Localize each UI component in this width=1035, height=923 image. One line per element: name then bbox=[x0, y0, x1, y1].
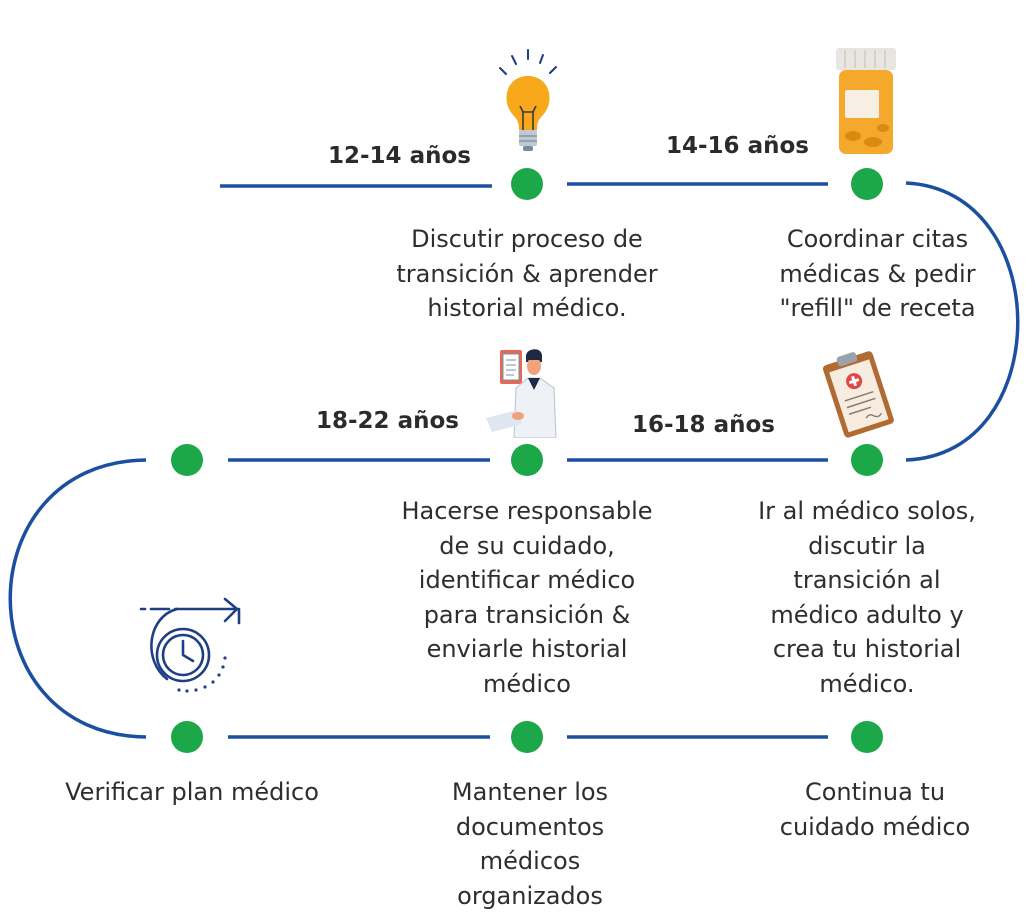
age-label: 12-14 años bbox=[328, 143, 471, 169]
timeline-dot bbox=[851, 721, 883, 753]
timeline-dot bbox=[511, 168, 543, 200]
clock-arrow-icon bbox=[139, 597, 241, 693]
desc-line: médico bbox=[483, 669, 571, 698]
desc-line: Mantener los bbox=[451, 778, 609, 806]
stage-description: Ir al médico solos, discutir la transici… bbox=[717, 494, 1017, 701]
desc-line: médico. bbox=[819, 669, 915, 698]
timeline-curve bbox=[905, 181, 1020, 462]
desc-line: crea tu historial bbox=[772, 635, 962, 663]
timeline-dot bbox=[851, 444, 883, 476]
stage-description: Discutir proceso de transición & aprende… bbox=[352, 222, 702, 326]
desc-line: médicos bbox=[479, 847, 581, 875]
timeline-curve bbox=[8, 458, 147, 739]
desc-line: discutir la bbox=[808, 531, 926, 560]
age-label: 16-18 años bbox=[632, 412, 775, 438]
desc-line: historial médico. bbox=[427, 294, 627, 322]
desc-line: identificar médico bbox=[418, 566, 636, 594]
desc-line: Discutir proceso de bbox=[411, 225, 643, 253]
desc-line: médico adulto y bbox=[770, 600, 964, 629]
lightbulb-icon bbox=[499, 49, 557, 151]
timeline-dot bbox=[851, 168, 883, 200]
stage-description: Continua tu cuidado médico bbox=[745, 775, 1005, 844]
desc-line: documentos bbox=[455, 812, 605, 841]
timeline-dot bbox=[511, 721, 543, 753]
desc-line: Hacerse responsable bbox=[401, 497, 653, 525]
stage-description: Hacerse responsable de su cuidado, ident… bbox=[362, 494, 692, 701]
age-label: 18-22 años bbox=[316, 408, 459, 434]
desc-line: médicas & pedir bbox=[779, 259, 976, 288]
desc-line: Verificar plan médico bbox=[65, 778, 319, 806]
desc-line: organizados bbox=[457, 881, 603, 910]
desc-line: Coordinar citas bbox=[786, 225, 969, 253]
clipboard-icon bbox=[823, 351, 894, 438]
doctor-icon bbox=[486, 349, 557, 438]
desc-line: para transición & bbox=[423, 600, 631, 629]
timeline-dot bbox=[171, 444, 203, 476]
stage-description: Verificar plan médico bbox=[22, 775, 362, 810]
pill-bottle-icon bbox=[836, 48, 896, 154]
desc-line: Ir al médico solos, bbox=[758, 497, 976, 525]
desc-line: transición al bbox=[793, 566, 941, 594]
age-label: 14-16 años bbox=[666, 133, 809, 159]
desc-line: Continua tu bbox=[804, 778, 946, 806]
timeline-dot bbox=[511, 444, 543, 476]
desc-line: "refill" de receta bbox=[779, 294, 976, 322]
stage-description: Mantener los documentos médicos organiza… bbox=[400, 775, 660, 913]
stage-description: Coordinar citas médicas & pedir "refill"… bbox=[735, 222, 1020, 326]
desc-line: cuidado médico bbox=[779, 812, 971, 841]
desc-line: de su cuidado, bbox=[439, 531, 615, 560]
desc-line: enviarle historial bbox=[426, 635, 628, 663]
timeline-dot bbox=[171, 721, 203, 753]
desc-line: transición & aprender bbox=[396, 259, 658, 288]
